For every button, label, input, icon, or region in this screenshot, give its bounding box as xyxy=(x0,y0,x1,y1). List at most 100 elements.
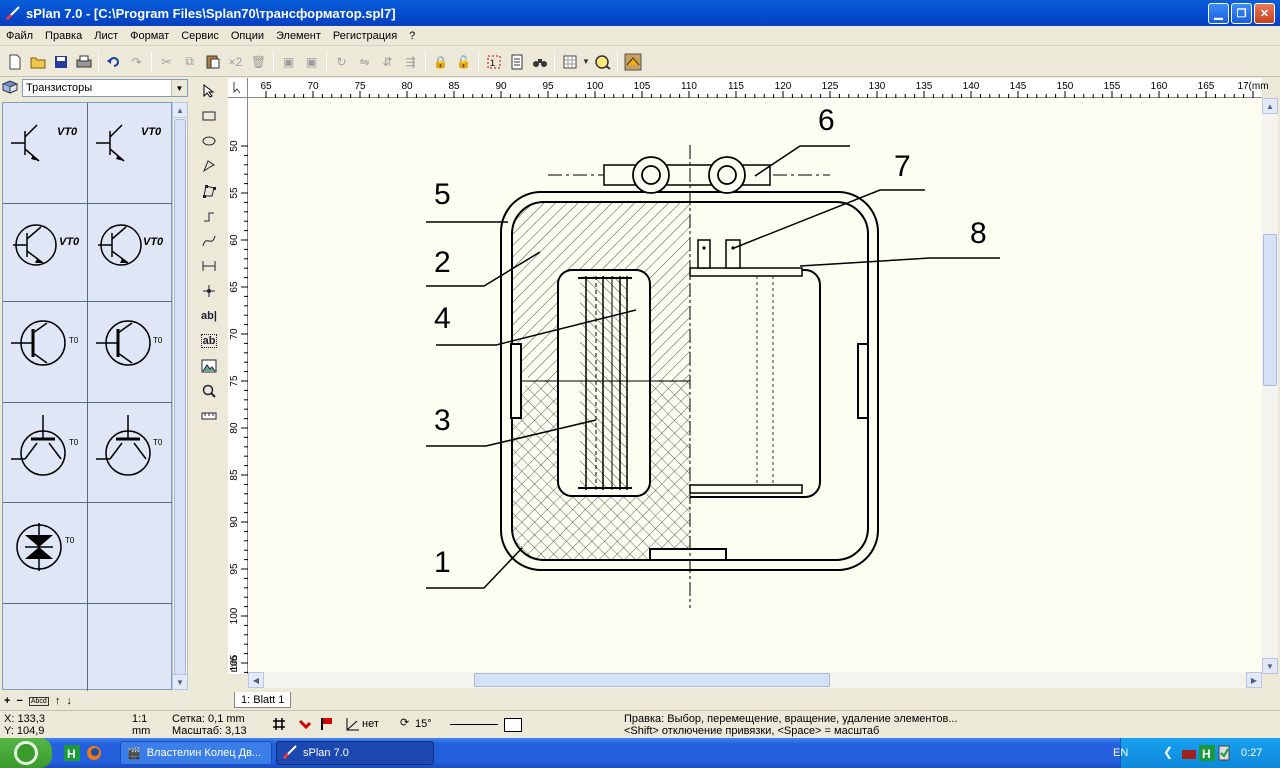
menu-sheet[interactable]: Лист xyxy=(94,29,119,42)
tray-h-icon[interactable]: H xyxy=(1199,745,1215,764)
chevron-down-icon[interactable]: ▼ xyxy=(171,80,187,96)
ungroup-icon[interactable]: 🔓 xyxy=(456,54,471,69)
new-file-icon[interactable] xyxy=(3,50,26,73)
tray-update-icon[interactable] xyxy=(1217,745,1231,764)
ruler-label: 85 xyxy=(448,81,460,92)
text-tool-icon[interactable]: ab| xyxy=(201,309,217,322)
dropdown-arrow-icon[interactable]: ▼ xyxy=(582,57,590,66)
ellipse-tool-icon[interactable] xyxy=(198,128,220,153)
renumber-icon[interactable]: 1 xyxy=(482,50,505,73)
binoculars-icon[interactable] xyxy=(528,50,551,73)
tab-sheet-1[interactable]: 1: Blatt 1 xyxy=(234,692,292,708)
redo-icon[interactable]: ↷ xyxy=(131,54,142,69)
rectangle-tool-icon[interactable] xyxy=(198,103,220,128)
textbox-tool-icon[interactable]: ab xyxy=(200,333,218,348)
move-down-button[interactable]: ↓ xyxy=(66,695,72,707)
group-icon[interactable]: 🔒 xyxy=(433,54,448,69)
bezier-tool-icon[interactable] xyxy=(198,228,220,253)
menu-registration[interactable]: Регистрация xyxy=(332,29,398,42)
chevron-left-icon[interactable]: ❮ xyxy=(1163,745,1174,759)
add-component-button[interactable]: + xyxy=(4,695,11,707)
parts-list-icon[interactable] xyxy=(505,50,528,73)
menu-help[interactable]: ? xyxy=(409,29,416,42)
copy-icon[interactable]: ⧉ xyxy=(185,54,194,68)
dimension-tool-icon[interactable] xyxy=(198,253,220,278)
line-tool-icon[interactable] xyxy=(198,203,220,228)
library-editor-icon[interactable] xyxy=(621,50,644,73)
move-up-button[interactable]: ↑ xyxy=(54,695,61,707)
scroll-thumb[interactable] xyxy=(474,673,830,687)
start-button[interactable] xyxy=(0,738,52,768)
duplicate-icon[interactable]: ×2 xyxy=(228,54,243,69)
maximize-button[interactable]: ❐ xyxy=(1231,2,1252,24)
close-button[interactable]: ✕ xyxy=(1254,2,1275,24)
polygon-tool-icon[interactable] xyxy=(198,153,220,178)
cut-icon[interactable]: ✂ xyxy=(161,54,172,69)
bring-front-icon[interactable]: ▣ xyxy=(282,54,295,69)
rotate-angle-icon[interactable]: ⟳ xyxy=(400,717,410,729)
remove-component-button[interactable]: − xyxy=(16,695,23,707)
mirror-h-icon[interactable]: ⇋ xyxy=(359,54,370,69)
print-icon[interactable] xyxy=(72,50,95,73)
component-label: T0 xyxy=(153,336,163,345)
open-folder-icon[interactable] xyxy=(26,50,49,73)
rename-button[interactable]: Abcd xyxy=(28,696,49,706)
quicklaunch-h-icon[interactable]: H xyxy=(64,745,80,764)
task-splan-label: sPlan 7.0 xyxy=(303,747,349,759)
paste-icon[interactable] xyxy=(201,50,224,73)
grid-toggle-icon[interactable] xyxy=(272,717,286,734)
menu-edit[interactable]: Правка xyxy=(45,29,83,42)
scroll-left-icon[interactable]: ◀ xyxy=(248,672,264,688)
firefox-icon[interactable] xyxy=(86,745,102,764)
angle-snap-icon[interactable] xyxy=(345,717,361,734)
scroll-right-icon[interactable]: ▶ xyxy=(1246,672,1262,688)
scroll-thumb[interactable] xyxy=(174,119,186,675)
menu-file[interactable]: Файл xyxy=(6,29,34,42)
save-icon[interactable] xyxy=(49,50,72,73)
task-splan[interactable]: sPlan 7.0 xyxy=(276,741,434,765)
align-icon[interactable]: ⇶ xyxy=(405,54,416,69)
undo-icon[interactable] xyxy=(102,50,125,73)
ruler-label: 135 xyxy=(916,81,933,92)
ruler-label: 105 xyxy=(229,654,240,671)
horizontal-scrollbar[interactable]: ◀ ▶ xyxy=(248,672,1262,688)
rotate-icon[interactable]: ↻ xyxy=(336,54,347,69)
ruler-corner[interactable] xyxy=(228,78,248,98)
zoom-page-icon[interactable] xyxy=(591,50,614,73)
delete-icon[interactable]: 🗑 xyxy=(250,54,267,69)
pointer-tool-icon[interactable] xyxy=(198,78,220,103)
scroll-down-icon[interactable]: ▼ xyxy=(172,674,188,690)
tray-network-icon[interactable] xyxy=(1181,745,1197,764)
cursor-x: X: 133,3 xyxy=(4,713,45,725)
zoom-tool-icon[interactable] xyxy=(198,378,220,403)
polygon-nodes-tool-icon[interactable] xyxy=(198,178,220,203)
language-indicator[interactable]: EN xyxy=(1113,747,1129,759)
scroll-up-icon[interactable]: ▲ xyxy=(1262,98,1278,114)
mirror-v-icon[interactable]: ⇵ xyxy=(382,54,393,69)
menu-format[interactable]: Формат xyxy=(130,29,170,42)
scroll-up-icon[interactable]: ▲ xyxy=(172,102,188,118)
junction-tool-icon[interactable] xyxy=(198,278,220,303)
menu-options[interactable]: Опции xyxy=(230,29,264,42)
scroll-down-icon[interactable]: ▼ xyxy=(1262,658,1278,674)
line-style-preview[interactable] xyxy=(450,724,498,725)
scroll-thumb[interactable] xyxy=(1263,234,1277,386)
snap-magnet-icon[interactable] xyxy=(298,717,314,734)
menu-element[interactable]: Элемент xyxy=(275,29,321,42)
minimize-button[interactable]: ▁ xyxy=(1208,2,1229,24)
fill-style-preview[interactable] xyxy=(504,718,522,732)
measure-tool-icon[interactable] xyxy=(198,403,220,428)
grid-icon[interactable] xyxy=(558,50,581,73)
vertical-scrollbar[interactable]: ▲ ▼ xyxy=(1262,98,1278,674)
sheet-tabs: 1: Blatt 1 xyxy=(228,692,1278,709)
drawing-sheet[interactable]: 6 7 5 8 2 4 3 1 xyxy=(248,98,1262,672)
image-tool-icon[interactable] xyxy=(198,353,220,378)
menu-service[interactable]: Сервис xyxy=(181,29,219,42)
library-dropdown[interactable]: Транзисторы ▼ xyxy=(22,79,188,97)
send-back-icon[interactable]: ▣ xyxy=(305,54,318,69)
task-movie[interactable]: 🎬 Властелин Колец Дв... xyxy=(120,741,272,765)
library-scrollbar[interactable]: ▲ ▼ xyxy=(172,102,188,690)
flag-icon[interactable] xyxy=(320,717,334,734)
